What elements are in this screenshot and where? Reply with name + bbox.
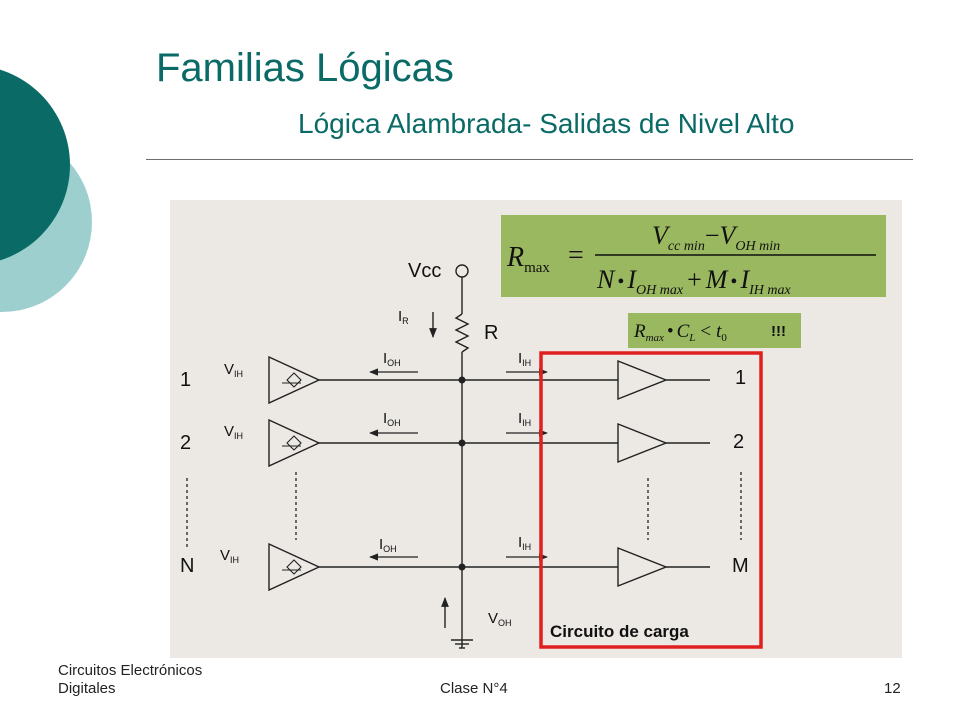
timing-formula-box [628,313,801,348]
footer-course: Circuitos Electrónicos Digitales [58,662,258,698]
rmax-lhs: R [506,242,524,273]
ioh-label: IOH [383,410,401,428]
load-label-m: M [732,555,749,577]
open-collector-driver-n [268,542,321,592]
vih-label: VIH [224,423,243,441]
iih-label: IIH [518,350,531,368]
driver-label-2: 2 [180,432,191,454]
load-buffer-1 [617,359,668,401]
load-label-2: 2 [733,431,744,453]
row-1: 1 VIH IOH IIH 1 [180,350,746,405]
slide-subtitle: Lógica Alambrada- Salidas de Nivel Alto [298,108,795,139]
load-circuit-label: Circuito de carga [550,622,689,641]
load-circuit-highlight [539,351,763,649]
dark-teal-circle [0,69,70,261]
slide-title: Familias Lógicas [156,46,454,90]
vih-label: VIH [224,361,243,379]
footer-course-line2: Digitales [58,680,116,697]
rmax-formula-box [501,215,886,297]
svg-text:Rmax•CL<t0: Rmax•CL<t0 [633,321,727,344]
footer-course-line1: Circuitos Electrónicos [58,662,203,679]
junction-dot [458,439,466,447]
hysteresis-icon [282,435,302,451]
ir-label: IR [398,308,409,326]
ioh-label: IOH [379,536,397,554]
rmax-lhs-sub: max [524,260,550,276]
page-number: 12 [884,680,901,697]
vih-label: VIH [220,547,239,565]
vcc-label: Vcc [408,260,441,282]
svg-text:Rmax: Rmax [506,242,550,276]
junction-dot [458,563,466,571]
rmax-denominator: N•IOH max+M•IIH max [596,265,791,298]
row-n: N VIH IOH IIH M [180,534,749,592]
wired-logic-diagram: Rmax = Vcc min−VOH min N•IOH max+M•IIH m… [170,200,902,658]
iih-label: IIH [518,410,531,428]
continuation-dashes [186,472,742,550]
resistor-zigzag [454,313,470,353]
driver-label-n: N [180,555,194,577]
load-buffer-m [617,546,668,588]
svg-text:=: = [568,240,584,271]
row-2: 2 VIH IOH IIH 2 [180,410,744,468]
rmax-formula: Rmax = Vcc min−VOH min N•IOH max+M•IIH m… [501,215,886,298]
title-divider [146,159,913,160]
ioh-label: IOH [383,350,401,368]
load-buffer-2 [617,422,668,464]
timing-formula: Rmax•CL<t0 !!! [628,313,801,348]
footer-lecture: Clase N°4 [440,680,508,697]
iih-label: IIH [518,534,531,552]
resistor-label: R [484,322,498,344]
pull-up-resistor [429,264,470,648]
open-collector-driver-1 [268,355,321,405]
junction-dot [458,376,466,384]
hysteresis-icon [282,372,302,388]
hysteresis-icon [282,559,302,575]
open-collector-driver-2 [268,418,321,468]
voh-label: VOH [488,610,512,628]
decorative-circles [0,69,92,312]
ground-symbol [441,597,473,649]
svg-text:!!!: !!! [771,323,786,340]
driver-label-1: 1 [180,369,191,391]
load-label-1: 1 [735,367,746,389]
rmax-numerator: Vcc min−VOH min [652,221,780,254]
